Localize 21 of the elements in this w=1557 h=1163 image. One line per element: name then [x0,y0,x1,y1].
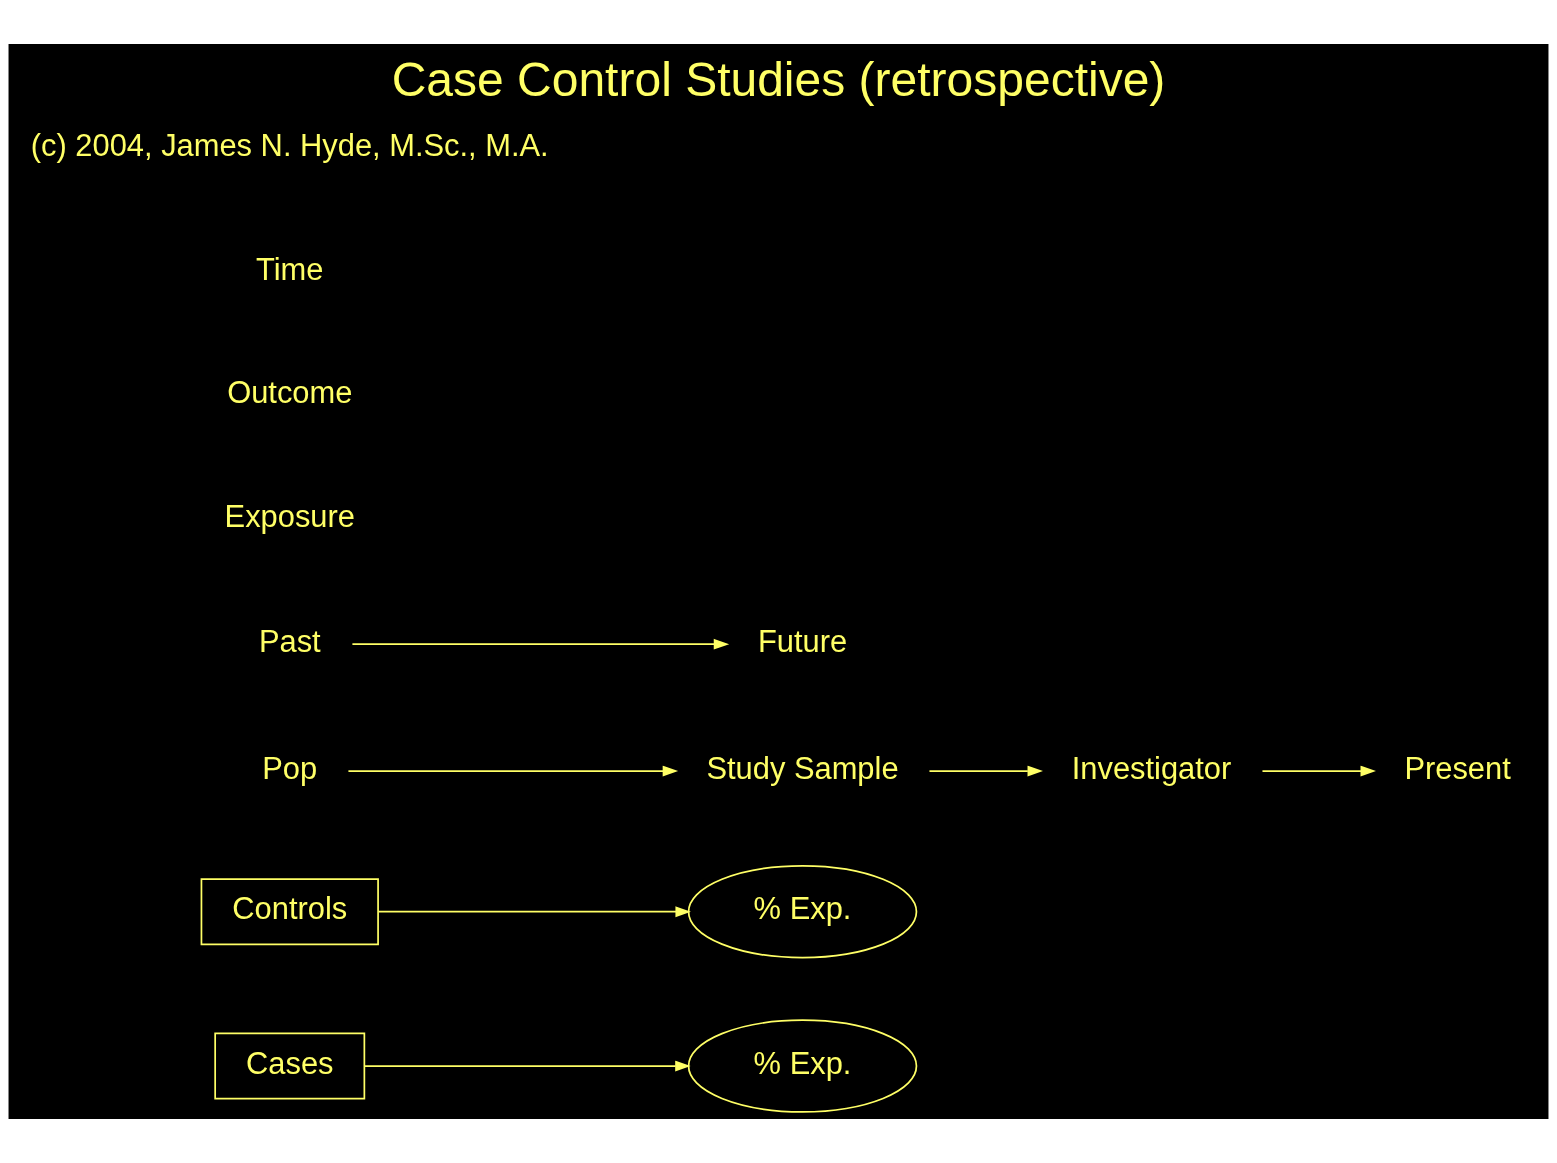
node-text: Pop [262,750,318,786]
node-text: Study Sample [706,750,899,786]
arrow [377,906,691,918]
diagram-title: Case Control Studies (retrospective) [391,53,1166,107]
label: Exposure [224,498,355,534]
label: Outcome [227,375,353,411]
node-ellipse: % Exp. [687,865,918,959]
node-box: Cases [214,1032,366,1100]
node-text: Past [258,623,321,659]
arrow [928,765,1043,777]
arrow [351,638,730,650]
node-text: Present [1404,750,1511,786]
node-text: Investigator [1071,750,1232,786]
node-text: Future [757,623,848,659]
arrow [1261,765,1376,777]
node-ellipse: % Exp. [687,1019,918,1113]
arrow [363,1060,691,1072]
arrow [347,765,679,777]
node-box: Controls [200,878,379,946]
label: Time [256,251,324,287]
label: (c) 2004, James N. Hyde, M.Sc., M.A. [30,128,549,164]
